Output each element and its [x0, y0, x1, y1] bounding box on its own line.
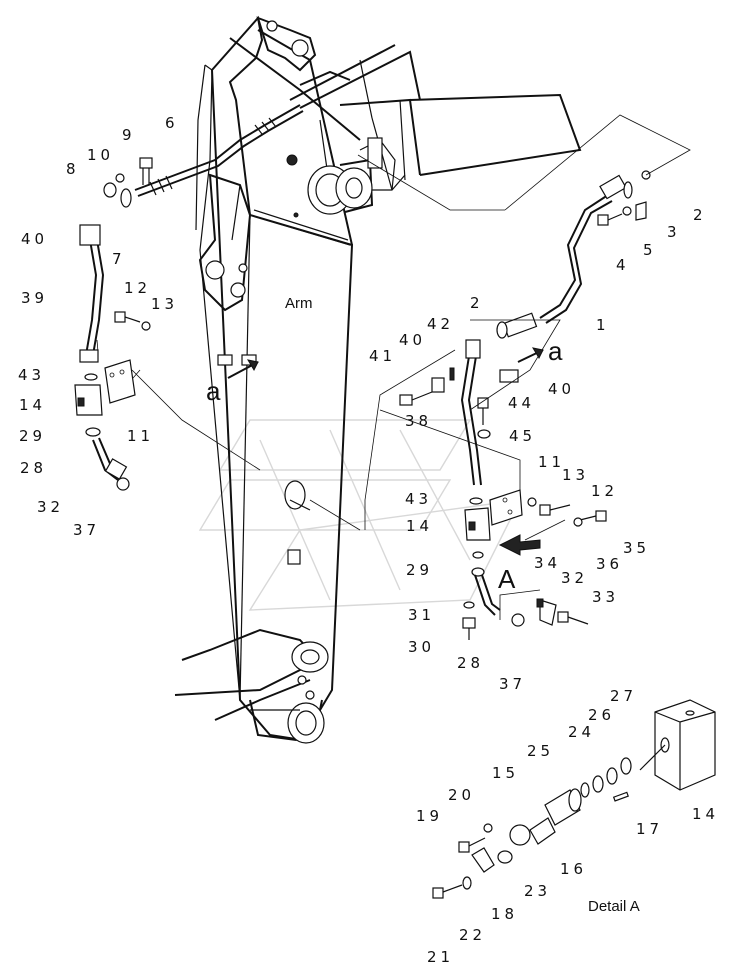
callout-40: 40: [548, 380, 575, 398]
leader-lines: [131, 114, 691, 620]
callout-2: 2: [693, 206, 707, 224]
section-a-marker-right: a: [548, 336, 563, 366]
callout-35: 35: [623, 539, 650, 557]
callout-40: 40: [399, 331, 426, 349]
callout-29: 29: [406, 561, 433, 579]
callout-30: 30: [408, 638, 435, 656]
callout-21: 21: [427, 948, 454, 966]
callout-34: 34: [534, 554, 561, 572]
callout-44: 44: [508, 394, 535, 412]
detail-a-label: Detail A: [588, 898, 640, 915]
callout-37: 37: [499, 675, 526, 693]
callout-32: 32: [37, 498, 64, 516]
callout-24: 24: [568, 723, 595, 741]
callout-11: 11: [538, 453, 565, 471]
hose-1: [496, 170, 651, 339]
arm-body: [174, 15, 582, 744]
callout-42: 42: [427, 315, 454, 333]
callout-45: 45: [509, 427, 536, 445]
callout-41: 41: [369, 347, 396, 365]
callout-27: 27: [610, 687, 637, 705]
section-a-marker-left: a: [206, 376, 221, 406]
arm-label: Arm: [285, 295, 313, 312]
callout-13: 13: [562, 466, 589, 484]
bolt-9: [115, 157, 153, 185]
callout-40: 40: [21, 230, 48, 248]
callout-25: 25: [527, 742, 554, 760]
tube-38: [399, 339, 607, 640]
callout-16: 16: [560, 860, 587, 878]
section-arrow-right: [517, 347, 544, 363]
callout-labels: 1 2 2 3 4 5 6 7 8 9 10 11 11 12 12 13 13…: [18, 114, 719, 966]
tube-39: [74, 224, 151, 491]
callout-39: 39: [21, 289, 48, 307]
callout-28: 28: [20, 459, 47, 477]
callout-19: 19: [416, 807, 443, 825]
callout-8: 8: [66, 160, 80, 178]
callout-17: 17: [636, 820, 663, 838]
callout-26: 26: [588, 706, 615, 724]
callout-23: 23: [524, 882, 551, 900]
callout-31: 31: [408, 606, 435, 624]
callout-20: 20: [448, 786, 475, 804]
hose-6: [103, 104, 304, 208]
callout-11: 11: [127, 427, 154, 445]
view-a-marker: A: [498, 564, 516, 594]
section-arrow-left: [227, 359, 259, 379]
callout-22: 22: [459, 926, 486, 944]
callout-43: 43: [405, 490, 432, 508]
callout-1: 1: [596, 316, 610, 334]
detail-a-assembly: [432, 699, 716, 899]
callout-29: 29: [19, 427, 46, 445]
callout-43: 43: [18, 366, 45, 384]
callout-9: 9: [122, 126, 136, 144]
callout-14: 14: [406, 517, 433, 535]
callout-6: 6: [165, 114, 179, 132]
callout-2: 2: [470, 294, 484, 312]
callout-3: 3: [667, 223, 681, 241]
callout-12: 12: [591, 482, 618, 500]
callout-33: 33: [592, 588, 619, 606]
callout-10: 10: [87, 146, 114, 164]
callout-28: 28: [457, 654, 484, 672]
callout-37: 37: [73, 521, 100, 539]
callout-5: 5: [643, 241, 657, 259]
callout-15: 15: [492, 764, 519, 782]
callout-7: 7: [112, 250, 126, 268]
view-arrow-a: [498, 534, 541, 556]
callout-32: 32: [561, 569, 588, 587]
callout-12: 12: [124, 279, 151, 297]
callout-14: 14: [19, 396, 46, 414]
callout-18: 18: [491, 905, 518, 923]
callout-36: 36: [596, 555, 623, 573]
callout-4: 4: [616, 256, 630, 274]
callout-14: 14: [692, 805, 719, 823]
callout-38: 38: [405, 412, 432, 430]
callout-13: 13: [151, 295, 178, 313]
